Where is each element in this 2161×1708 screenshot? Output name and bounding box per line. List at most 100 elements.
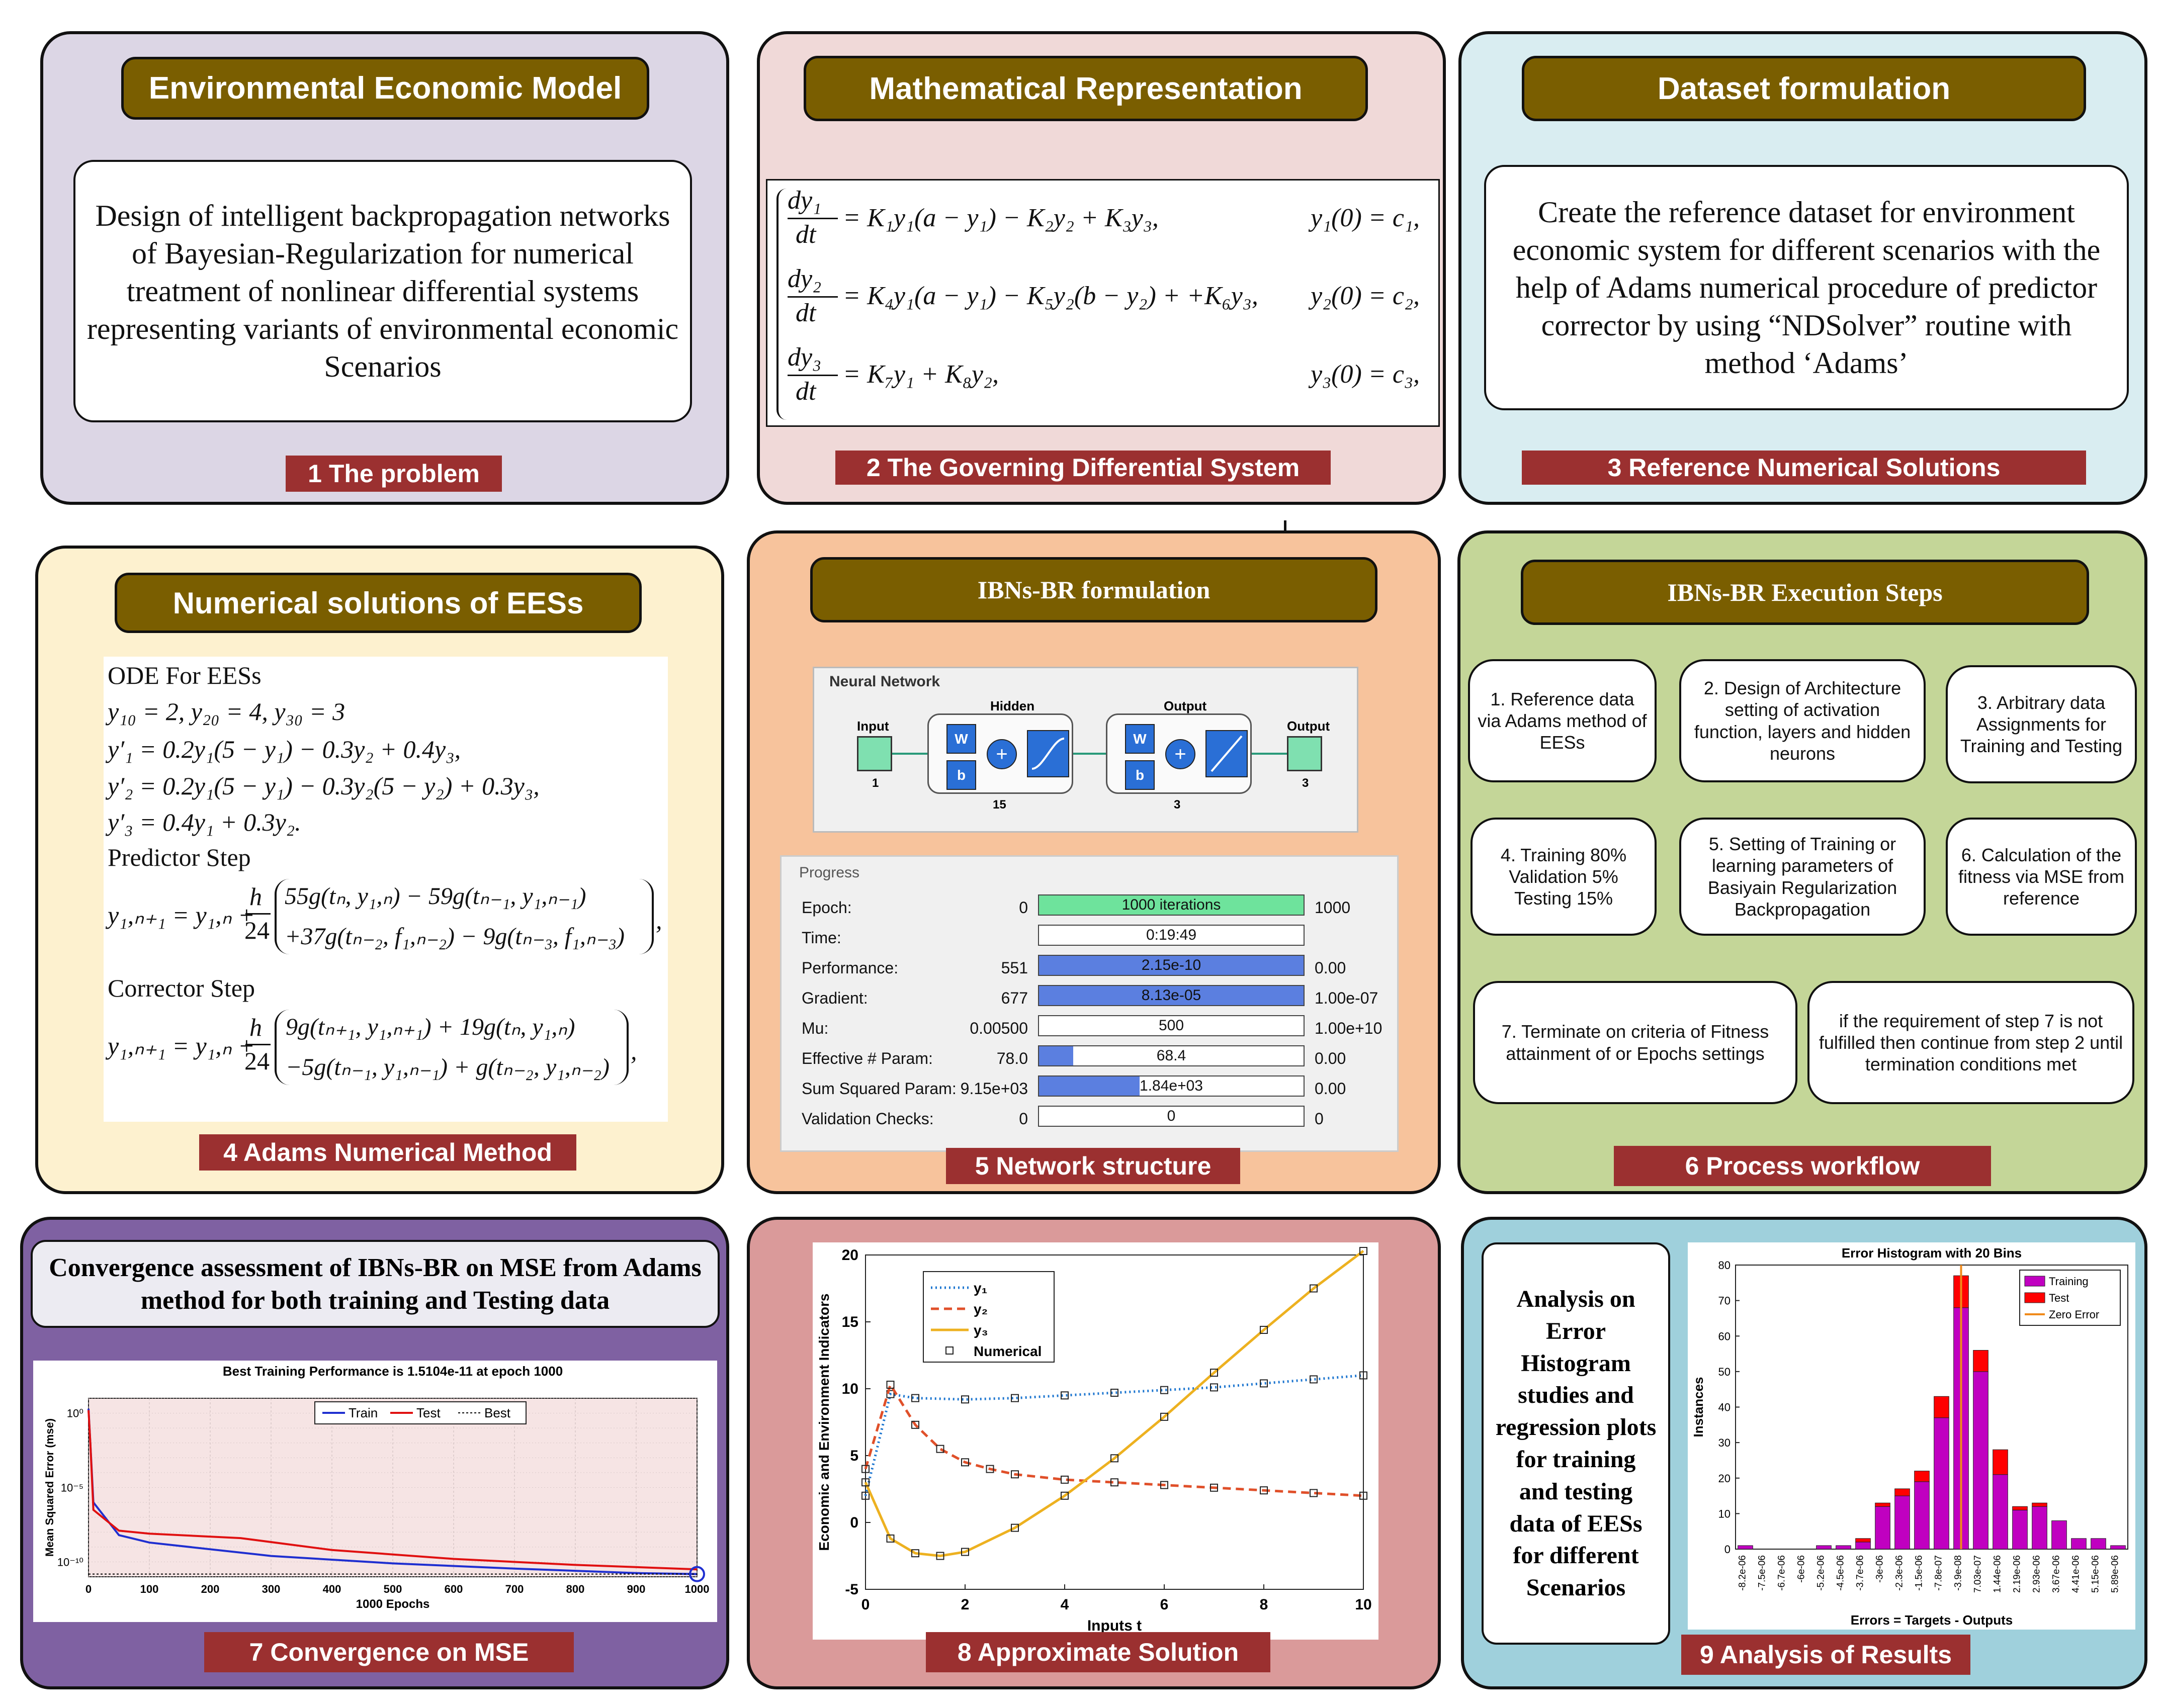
x-tick-label: 0 <box>85 1583 92 1595</box>
progress-value: 1.84e+03 <box>1140 1077 1203 1094</box>
progress-value: 0 <box>1167 1108 1176 1124</box>
training-bar <box>2110 1545 2126 1550</box>
numerical-marker <box>961 1395 969 1404</box>
numerical-marker <box>1210 1369 1218 1377</box>
progress-label: Validation Checks: <box>802 1110 934 1128</box>
corrector-term-a: 9g(tₙ₊₁, y₁,ₙ₊₁) + 19g(tₙ, y₁,ₙ) <box>286 1014 575 1040</box>
progress-label: Gradient: <box>802 989 868 1007</box>
x-tick-label: 2 <box>961 1596 970 1613</box>
bias-node: b <box>946 760 976 790</box>
progress-start: 551 <box>1001 959 1028 977</box>
x-tick-label: -5.2e-06 <box>1816 1555 1827 1591</box>
x-tick-label: -4.5e-06 <box>1836 1555 1846 1591</box>
progress-label: Epoch: <box>802 898 852 917</box>
initial-condition-2: y₂(0) = c₂, <box>1311 282 1420 310</box>
step-24: 24 <box>244 916 270 944</box>
test-bar <box>2012 1506 2028 1510</box>
training-bar <box>1875 1506 1890 1550</box>
step-5: 5. Setting of Training or learning param… <box>1679 818 1926 936</box>
x-tick-label: -6.7e-06 <box>1777 1555 1787 1591</box>
test-bar <box>1993 1449 2008 1475</box>
frac-numerator: dy₃ <box>788 343 822 372</box>
numerical-marker <box>1110 1388 1118 1397</box>
predictor-title: Predictor Step <box>108 843 251 871</box>
best-marker <box>689 1566 705 1582</box>
sum-icon: + <box>1165 739 1195 769</box>
progress-value: 68.4 <box>1156 1047 1186 1064</box>
progress-start: 78.0 <box>996 1049 1028 1067</box>
numerical-marker <box>861 1491 870 1500</box>
hidden-size: 15 <box>993 798 1006 812</box>
predictor-lhs: y₁,ₙ₊₁ = y₁,ₙ + <box>108 901 255 929</box>
output-layer: W b + <box>1106 713 1252 794</box>
progress-start: 0 <box>1019 1110 1028 1128</box>
numerical-marker <box>1011 1470 1019 1479</box>
series-line <box>864 1381 1364 1497</box>
series-line <box>864 1250 1364 1558</box>
panel-network-structure: IBNs-BR formulation Neural Network Input… <box>747 530 1441 1194</box>
y-tick-label: 70 <box>1718 1295 1731 1307</box>
initial-condition-1: y₁(0) = c₁, <box>1311 204 1420 232</box>
numerical-marker <box>886 1390 895 1398</box>
legend-swatch <box>2024 1292 2045 1303</box>
x-tick-label: 1.44e-06 <box>1993 1555 2003 1593</box>
x-tick-label: 1000 <box>685 1583 710 1595</box>
x-axis-label: 1000 Epochs <box>356 1597 430 1611</box>
ode-box: ODE For EESs y₁₀ = 2, y₂₀ = 4, y₃₀ = 3 y… <box>104 657 668 1122</box>
panel-caption: 9 Analysis of Results <box>1681 1635 1970 1675</box>
y-tick-label: 0 <box>1724 1543 1731 1556</box>
panel-caption: 3 Reference Numerical Solutions <box>1522 451 2086 485</box>
progress-bar: 500 <box>1038 1015 1305 1036</box>
panel-caption: 6 Process workflow <box>1614 1146 1991 1186</box>
x-tick-label: 800 <box>566 1583 585 1595</box>
y-axis-label: Instances <box>1691 1377 1706 1437</box>
output-layer-label: Output <box>1164 698 1207 713</box>
progress-value: 500 <box>1158 1017 1184 1034</box>
legend-label: Train <box>349 1405 378 1420</box>
paren-left <box>275 1010 292 1085</box>
legend-label: Numerical <box>974 1343 1042 1359</box>
numerical-marker <box>1011 1523 1019 1532</box>
histogram-chart-svg: Error Histogram with 20 Bins010203040506… <box>1691 1245 2128 1628</box>
progress-title: Progress <box>799 864 860 881</box>
x-tick-label: 500 <box>384 1583 402 1595</box>
numerical-marker <box>936 1552 944 1560</box>
equation-3: = K₇y₁ + K₈y₂, <box>843 360 999 389</box>
progress-start: 677 <box>1001 989 1028 1007</box>
panel-header: Environmental Economic Model <box>121 57 649 120</box>
test-bar <box>1855 1538 1871 1543</box>
frac-numerator: dy₂ <box>788 264 822 293</box>
panel-caption: 7 Convergence on MSE <box>204 1632 574 1672</box>
weight-node: W <box>946 724 976 754</box>
dataset-description: Create the reference dataset for environ… <box>1484 165 2129 410</box>
test-bar <box>1914 1471 1930 1482</box>
progress-fill <box>1039 1076 1140 1096</box>
progress-end: 1.00e+10 <box>1315 1019 1382 1037</box>
x-tick-label: 2.93e-06 <box>2032 1555 2042 1593</box>
output-label: Output <box>1287 718 1330 734</box>
y-tick-label: 80 <box>1718 1259 1731 1272</box>
equation-box: dy₁ dt = K₁y₁(a − y₁) − K₂y₂ + K₃y₃, y₁(… <box>766 179 1440 427</box>
progress-fill <box>1039 986 1304 1005</box>
progress-start: 9.15e+03 <box>960 1080 1028 1098</box>
training-bar <box>1855 1542 1871 1550</box>
numerical-marker <box>1210 1383 1218 1392</box>
legend-label: Zero Error <box>2049 1308 2099 1321</box>
tansig-icon <box>1027 730 1069 777</box>
paren-left <box>275 879 292 954</box>
x-tick-label: 7.03e-07 <box>1973 1555 1983 1593</box>
x-tick-label: -3.9e-08 <box>1953 1555 1964 1591</box>
numerical-marker <box>861 1465 870 1473</box>
panel-caption: 2 The Governing Differential System <box>835 451 1331 485</box>
panel-reference-solutions: Dataset formulation Create the reference… <box>1458 31 2147 505</box>
legend-swatch <box>945 1346 954 1355</box>
y-tick-label: 60 <box>1718 1330 1731 1342</box>
weight-node: W <box>1125 724 1155 754</box>
numerical-marker <box>1359 1247 1367 1255</box>
